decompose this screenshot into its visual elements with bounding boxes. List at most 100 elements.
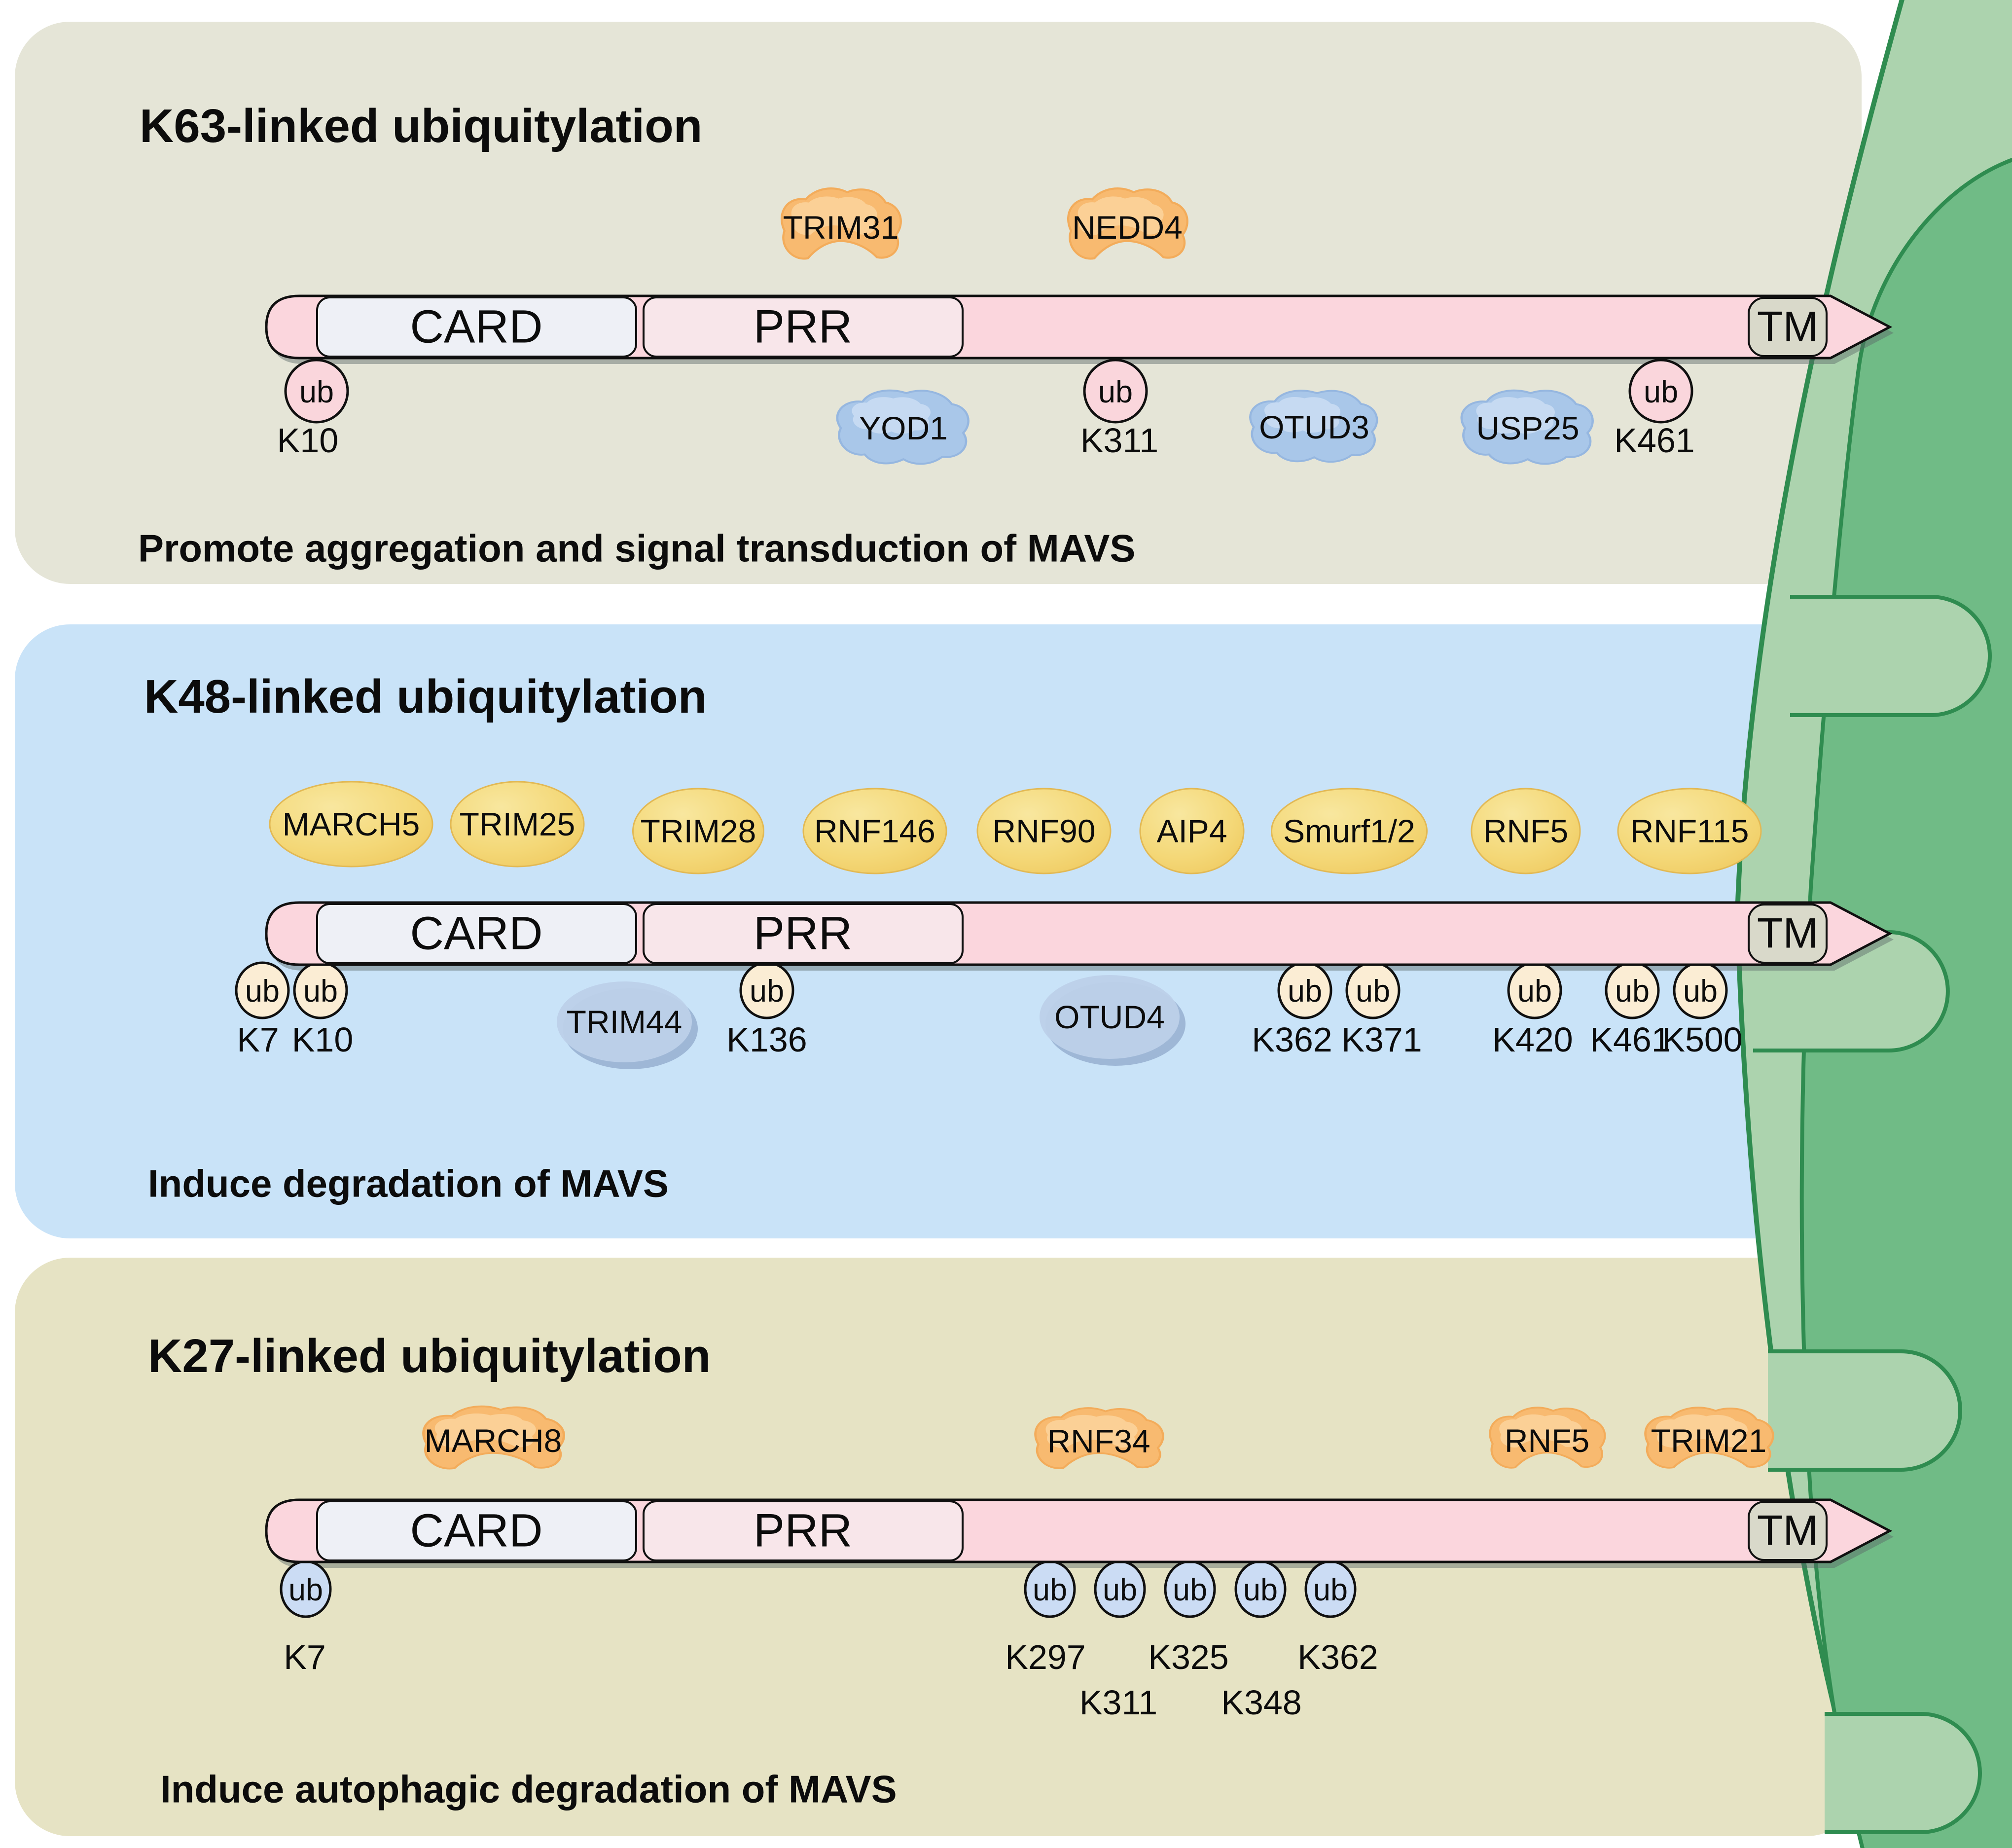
dub-blob-highlight — [1264, 397, 1341, 433]
ub-label: ub — [1172, 1573, 1208, 1607]
ub-label: ub — [1355, 974, 1391, 1009]
card-domain-label: CARD — [410, 300, 543, 353]
site-label-K348: K348 — [1221, 1683, 1302, 1722]
tm-domain-label: TM — [1757, 303, 1819, 351]
site-label-K311: K311 — [1079, 1683, 1158, 1722]
site-label-K10: K10 — [277, 421, 339, 460]
dub-label-TRIM44: TRIM44 — [566, 1004, 683, 1040]
ub-label: ub — [1102, 1573, 1138, 1607]
panel-caption-k63: Promote aggregation and signal transduct… — [138, 526, 1136, 570]
prr-domain-box — [643, 296, 964, 358]
site-label-K371: K371 — [1341, 1020, 1422, 1059]
e3-ligase-label-Smurf1/2: Smurf1/2 — [1283, 813, 1415, 849]
e3-ligase-oval-MARCH5 — [269, 781, 433, 868]
ub-label: ub — [303, 974, 338, 1009]
e3-ligase-label-TRIM28: TRIM28 — [640, 813, 756, 849]
prr-domain-label: PRR — [753, 907, 853, 960]
ub-circle-K461 — [1628, 359, 1693, 424]
ub-label: ub — [1683, 974, 1718, 1009]
tm-domain-box — [1748, 297, 1828, 357]
ub-label: ub — [299, 375, 334, 409]
e3-ligase-oval-Smurf1/2 — [1271, 788, 1428, 874]
dub-label-OTUD4: OTUD4 — [1054, 999, 1165, 1035]
e3-ligase-label-RNF5: RNF5 — [1504, 1422, 1590, 1459]
ub-label: ub — [1643, 375, 1679, 409]
prr-domain-label: PRR — [753, 1504, 853, 1557]
site-label-K461: K461 — [1614, 421, 1695, 460]
e3-ligase-label-TRIM31: TRIM31 — [783, 209, 899, 246]
tm-domain-box — [1748, 1501, 1828, 1561]
e3-ligase-oval-AIP4 — [1139, 788, 1245, 874]
dub-label-YOD1: YOD1 — [859, 410, 948, 446]
ub-label: ub — [1032, 1573, 1068, 1607]
site-label-K500: K500 — [1662, 1020, 1743, 1059]
site-label-K7: K7 — [284, 1638, 326, 1676]
ub-label: ub — [288, 1573, 323, 1607]
e3-ligase-blob-highlight — [434, 1413, 536, 1448]
e3-ligase-oval-TRIM28 — [632, 788, 764, 874]
dub-label-USP25: USP25 — [1476, 410, 1580, 446]
site-label-K7: K7 — [237, 1020, 279, 1059]
ub-label: ub — [1098, 375, 1133, 409]
panel-title-k27: K27-linked ubiquitylation — [148, 1330, 711, 1382]
ub-label: ub — [1615, 974, 1650, 1009]
dub-blob-highlight — [1476, 397, 1555, 434]
e3-ligase-label-RNF115: RNF115 — [1630, 813, 1749, 849]
ub-circle-K7 — [235, 961, 290, 1019]
e3-ligase-label-MARCH5: MARCH5 — [282, 806, 420, 842]
site-label-K311: K311 — [1080, 421, 1159, 460]
dub-label-OTUD3: OTUD3 — [1259, 409, 1369, 445]
e3-ligase-blob-highlight — [791, 196, 877, 235]
e3-ligase-label-RNF146: RNF146 — [814, 813, 935, 849]
dub-blob-highlight — [852, 397, 931, 434]
card-domain-box — [316, 1500, 637, 1561]
e3-ligase-oval-RNF5 — [1471, 788, 1581, 874]
dub-ellipse-OTUD4 — [1040, 975, 1180, 1059]
prr-domain-box — [643, 903, 964, 964]
site-label-K136: K136 — [726, 1020, 807, 1059]
panel-title-k48: K48-linked ubiquitylation — [144, 670, 707, 723]
ub-label: ub — [1243, 1573, 1278, 1607]
card-domain-label: CARD — [410, 907, 543, 960]
e3-ligase-oval-TRIM25 — [450, 781, 585, 868]
site-label-K362: K362 — [1252, 1020, 1332, 1059]
panel-title-k63: K63-linked ubiquitylation — [140, 100, 703, 152]
ub-label: ub — [245, 974, 280, 1009]
ub-label: ub — [1313, 1573, 1348, 1607]
prr-domain-label: PRR — [753, 300, 853, 353]
e3-ligase-label-RNF90: RNF90 — [992, 813, 1096, 849]
e3-ligase-label-TRIM21: TRIM21 — [1651, 1422, 1767, 1459]
ub-circle-K10 — [284, 359, 349, 424]
site-label-K10: K10 — [291, 1020, 354, 1059]
ub-label: ub — [749, 974, 785, 1009]
e3-ligase-label-TRIM25: TRIM25 — [459, 806, 575, 842]
panel-caption-k48: Induce degradation of MAVS — [148, 1161, 669, 1205]
e3-ligase-label-AIP4: AIP4 — [1156, 813, 1227, 849]
e3-ligase-label-NEDD4: NEDD4 — [1072, 209, 1183, 246]
e3-ligase-oval-RNF115 — [1617, 788, 1762, 874]
card-domain-box — [316, 296, 637, 358]
tm-domain-label: TM — [1757, 1507, 1819, 1555]
ub-label: ub — [1287, 974, 1323, 1009]
site-label-K420: K420 — [1492, 1020, 1573, 1059]
panel-caption-k27: Induce autophagic degradation of MAVS — [160, 1767, 897, 1811]
card-domain-label: CARD — [410, 1504, 543, 1557]
card-domain-box — [316, 903, 637, 964]
tm-domain-box — [1748, 904, 1828, 964]
site-label-K325: K325 — [1148, 1638, 1229, 1676]
e3-ligase-blob-highlight — [1655, 1414, 1748, 1448]
dub-ellipse-TRIM44 — [557, 981, 692, 1062]
ub-circle-K311 — [1083, 359, 1148, 424]
e3-ligase-label-RNF34: RNF34 — [1047, 1423, 1150, 1459]
site-label-K362: K362 — [1297, 1638, 1378, 1676]
prr-domain-box — [643, 1500, 964, 1561]
site-label-K461: K461 — [1590, 1020, 1671, 1059]
e3-ligase-oval-RNF90 — [976, 788, 1112, 874]
e3-ligase-oval-RNF146 — [802, 788, 947, 874]
e3-ligase-label-MARCH8: MARCH8 — [424, 1422, 562, 1459]
ub-label: ub — [1517, 974, 1552, 1009]
e3-ligase-label-RNF5: RNF5 — [1483, 813, 1569, 849]
e3-ligase-blob-highlight — [1045, 1414, 1138, 1449]
